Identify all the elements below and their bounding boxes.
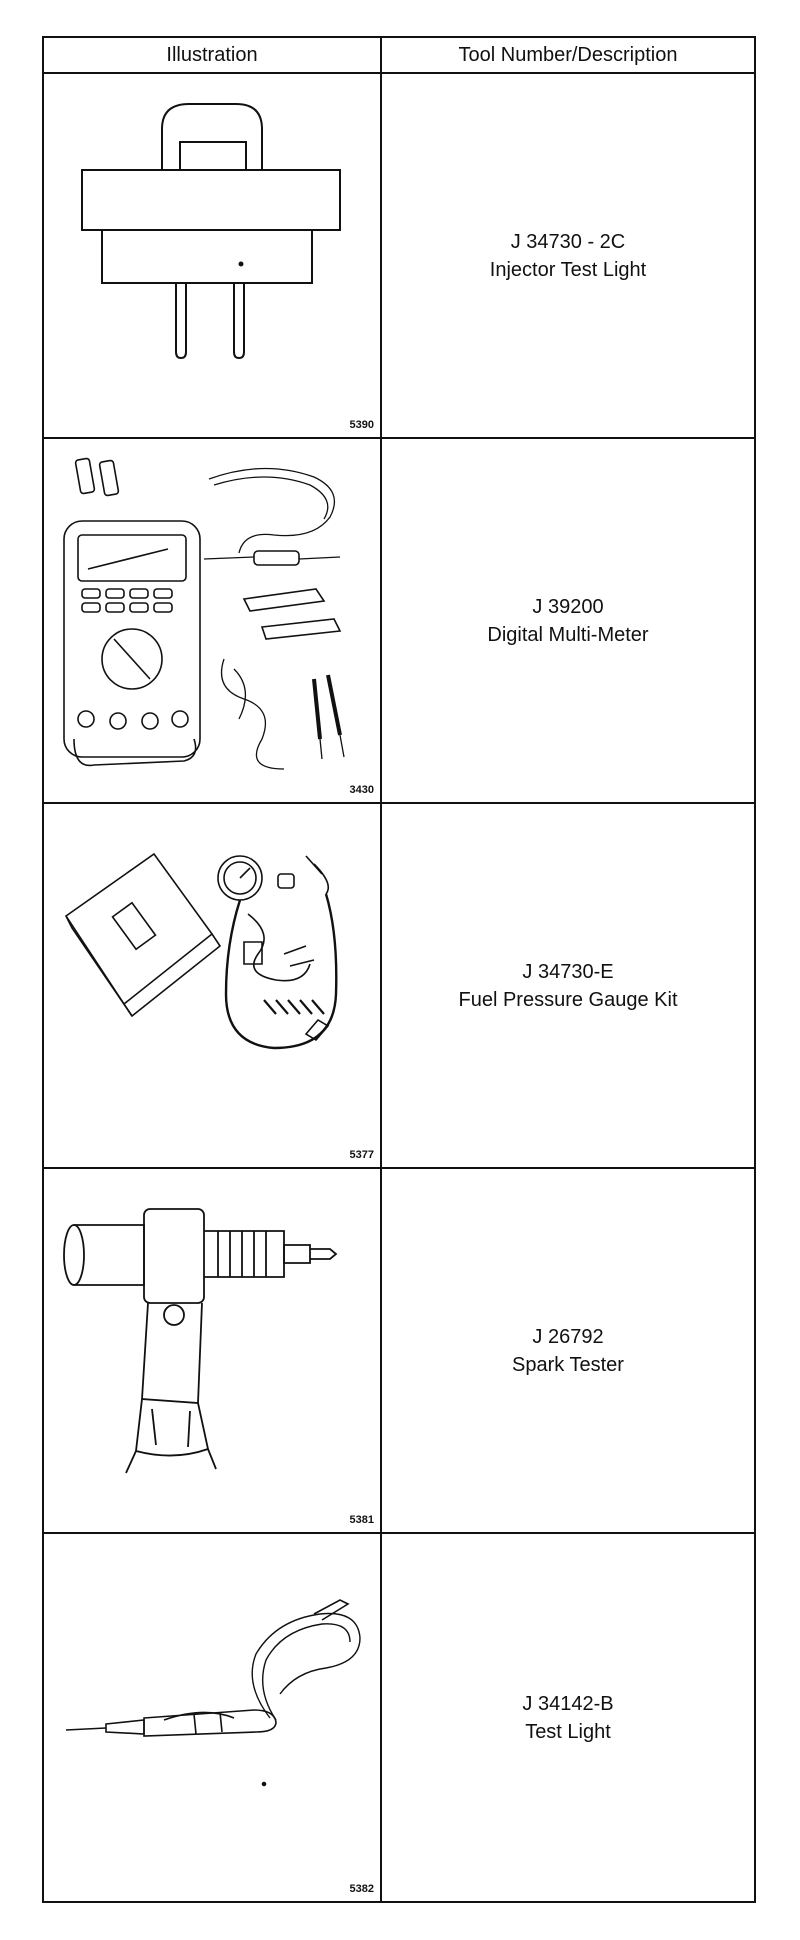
tool-description: Test Light [525,1720,611,1743]
table-header: Illustration Tool Number/Description [44,38,754,74]
tool-description-cell: J 34142-B Test Light [382,1534,754,1901]
illustration-cell: 5382 [44,1534,382,1901]
injector-test-light-icon [44,74,380,439]
figure-number: 5382 [349,1883,374,1895]
header-tool-description: Tool Number/Description [458,43,678,66]
tool-description: Fuel Pressure Gauge Kit [458,988,678,1011]
tool-description: Injector Test Light [489,258,647,281]
figure-number: 5377 [349,1149,374,1161]
table-row: 5381 J 26792 Spark Tester [44,1169,754,1534]
tool-table: Illustration Tool Number/Description 539… [42,36,756,1903]
tool-description: Digital Multi-Meter [487,623,649,646]
test-light-icon [44,1534,380,1899]
figure-number: 3430 [349,784,374,796]
tool-number: J 34730-E [522,960,614,983]
tool-description-cell: J 39200 Digital Multi-Meter [382,439,754,802]
illustration-cell: 5377 [44,804,382,1167]
table-row: 3430 J 39200 Digital Multi-Meter [44,439,754,804]
figure-number: 5381 [349,1514,374,1526]
table-row: 5382 J 34142-B Test Light [44,1534,754,1901]
table-row: 5390 J 34730 - 2C Injector Test Light [44,74,754,439]
tool-number: J 26792 [532,1325,604,1348]
tool-description-cell: J 34730-E Fuel Pressure Gauge Kit [382,804,754,1167]
tool-description: Spark Tester [512,1353,624,1376]
illustration-cell: 3430 [44,439,382,802]
figure-number: 5390 [349,419,374,431]
tool-number: J 34142-B [522,1692,614,1715]
tool-description-cell: J 34730 - 2C Injector Test Light [382,74,754,437]
illustration-cell: 5381 [44,1169,382,1532]
table-row: 5377 J 34730-E Fuel Pressure Gauge Kit [44,804,754,1169]
spark-tester-icon [44,1169,380,1534]
tool-description-cell: J 26792 Spark Tester [382,1169,754,1532]
digital-multimeter-icon [44,439,380,804]
header-illustration: Illustration [44,38,382,72]
tool-number: J 39200 [532,595,604,618]
fuel-pressure-gauge-kit-icon [44,804,380,1169]
tool-number: J 34730 - 2C [510,230,626,253]
illustration-cell: 5390 [44,74,382,437]
